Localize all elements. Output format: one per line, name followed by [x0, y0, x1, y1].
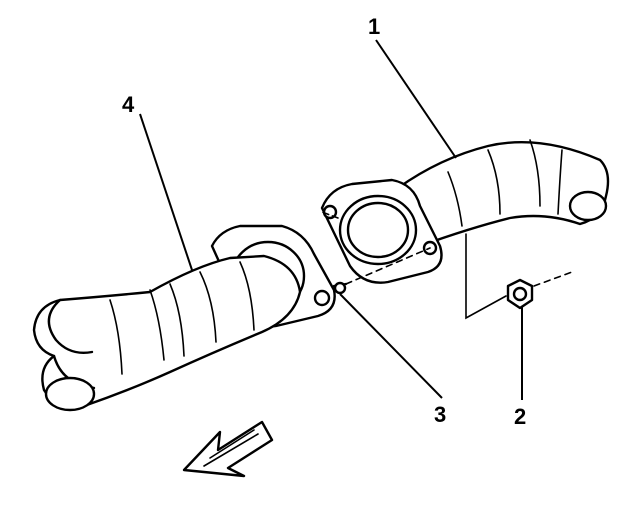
leader-line-3: [339, 293, 443, 399]
front-exhaust-pipe: [32, 254, 302, 412]
rear-exhaust-pipe: [396, 139, 610, 248]
leader-line-4: [139, 113, 193, 271]
callout-3: 3: [434, 402, 446, 427]
rear-pipe-flange: [320, 178, 443, 284]
front-direction-arrow: [182, 420, 274, 478]
callout-2: 2: [514, 404, 526, 429]
flange-nut: [506, 278, 534, 310]
alignment-lines: [321, 211, 573, 320]
callout-4: 4: [122, 92, 135, 117]
flange-stud: [332, 281, 348, 295]
callout-1: 1: [368, 14, 380, 39]
leader-line-1: [375, 39, 457, 159]
